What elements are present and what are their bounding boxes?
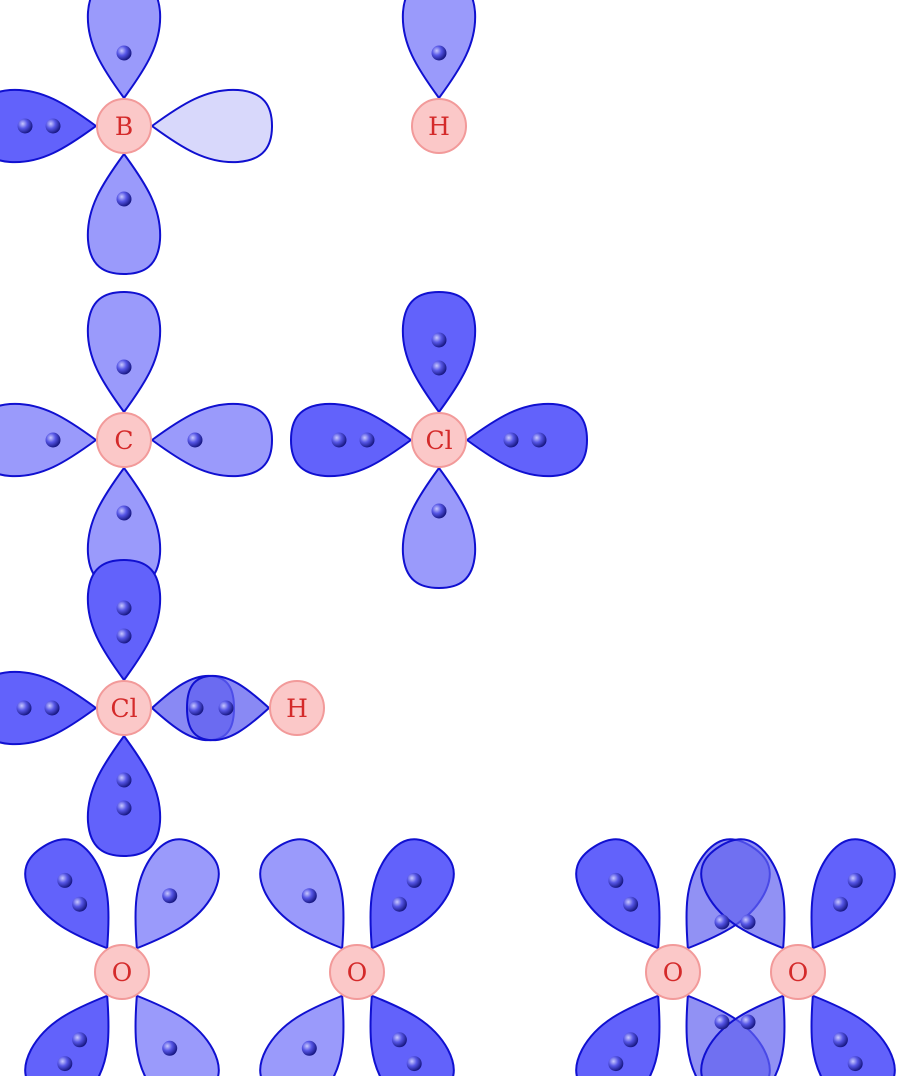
- electron-boron-down-1: [116, 191, 132, 207]
- electron-oxygen-1-upper-right-1: [162, 888, 178, 904]
- electron-chlorine-1-right-1: [503, 432, 519, 448]
- atom-hydrogen-2-label: H: [286, 694, 308, 723]
- electron-oxygen-4-upper-right-1: [832, 896, 848, 912]
- electron-chlorine-2-down-1: [116, 772, 132, 788]
- lobe-chlorine-1-right: [466, 402, 588, 478]
- electron-chlorine-2-up-1: [116, 628, 132, 644]
- atom-oxygen-2: O: [329, 944, 385, 1000]
- electron-o-o-bond-upper-2: [740, 914, 756, 930]
- electron-oxygen-3-lower-left-2: [608, 1056, 624, 1072]
- electron-oxygen-3-lower-left-1: [623, 1032, 639, 1048]
- lobe-chlorine-1-up: [401, 291, 477, 413]
- atom-hydrogen-1: H: [411, 98, 467, 154]
- lobe-chlorine-2-down: [86, 735, 162, 857]
- electron-oxygen-1-lower-right-1: [162, 1040, 178, 1056]
- electron-chlorine-1-up-1: [431, 360, 447, 376]
- electron-oxygen-2-lower-right-2: [406, 1056, 422, 1072]
- atom-oxygen-3: O: [645, 944, 701, 1000]
- electron-chlorine-1-right-2: [531, 432, 547, 448]
- electron-boron-up-1: [116, 45, 132, 61]
- electron-chlorine-2-left-1: [44, 700, 60, 716]
- electron-oxygen-4-lower-right-1: [832, 1032, 848, 1048]
- electron-o-o-bond-upper-1: [714, 914, 730, 930]
- atom-oxygen-1-label: O: [112, 958, 133, 987]
- electron-oxygen-2-upper-right-1: [391, 896, 407, 912]
- lobe-chlorine-2-up: [86, 559, 162, 681]
- electron-oxygen-4-upper-right-2: [847, 872, 863, 888]
- electron-carbon-down-1: [116, 505, 132, 521]
- electron-oxygen-2-lower-left-1: [301, 1040, 317, 1056]
- electron-boron-left-2: [17, 118, 33, 134]
- atom-oxygen-4: O: [770, 944, 826, 1000]
- electron-oxygen-2-lower-right-1: [391, 1032, 407, 1048]
- electron-chlorine-1-up-2: [431, 332, 447, 348]
- atom-boron: B: [96, 98, 152, 154]
- electron-boron-left-1: [45, 118, 61, 134]
- electron-chlorine-1-left-2: [331, 432, 347, 448]
- atom-chlorine-2: Cl: [96, 680, 152, 736]
- electron-o-o-bond-lower-2: [740, 1014, 756, 1030]
- atoms: B H C Cl Cl H O O: [94, 98, 826, 1000]
- lobe-chlorine-1-down: [401, 467, 477, 589]
- electron-oxygen-4-lower-right-2: [847, 1056, 863, 1072]
- electron-oxygen-2-upper-right-2: [406, 872, 422, 888]
- electron-oxygen-1-upper-left-2: [57, 872, 73, 888]
- electron-oxygen-1-lower-left-2: [57, 1056, 73, 1072]
- atom-boron-label: B: [115, 112, 133, 141]
- lobe-boron-down: [86, 153, 162, 275]
- atom-hydrogen-1-label: H: [428, 112, 450, 141]
- atom-oxygen-4-label: O: [788, 958, 809, 987]
- electron-carbon-right-1: [187, 432, 203, 448]
- electron-oxygen-3-upper-left-2: [608, 872, 624, 888]
- atom-oxygen-3-label: O: [663, 958, 684, 987]
- atom-carbon-label: C: [114, 426, 133, 455]
- electron-chlorine-1-down-1: [431, 503, 447, 519]
- electron-chlorine-2-left-2: [16, 700, 32, 716]
- electron-chlorine-1-left-1: [359, 432, 375, 448]
- electron-cl-h-bond-2: [218, 700, 234, 716]
- electron-oxygen-2-upper-left-1: [301, 888, 317, 904]
- electron-chlorine-2-up-2: [116, 600, 132, 616]
- lobe-boron-right: [151, 88, 273, 164]
- lobe-carbon-right: [151, 402, 273, 478]
- electron-carbon-left-1: [45, 432, 61, 448]
- lobe-carbon-up: [86, 291, 162, 413]
- electron-cl-h-bond-1: [188, 700, 204, 716]
- electron-oxygen-1-lower-left-1: [72, 1032, 88, 1048]
- lobe-chlorine-1-left: [290, 402, 412, 478]
- atom-oxygen-2-label: O: [347, 958, 368, 987]
- electron-hydrogen-1-up-1: [431, 45, 447, 61]
- atom-chlorine-1-label: Cl: [425, 426, 452, 455]
- electron-oxygen-1-upper-left-1: [72, 896, 88, 912]
- atom-chlorine-1: Cl: [411, 412, 467, 468]
- electron-oxygen-3-upper-left-1: [623, 896, 639, 912]
- atom-chlorine-2-label: Cl: [110, 694, 137, 723]
- atom-carbon: C: [96, 412, 152, 468]
- atom-hydrogen-2: H: [269, 680, 325, 736]
- electron-carbon-up-1: [116, 359, 132, 375]
- electron-o-o-bond-lower-1: [714, 1014, 730, 1030]
- atom-oxygen-1: O: [94, 944, 150, 1000]
- electron-chlorine-2-down-2: [116, 800, 132, 816]
